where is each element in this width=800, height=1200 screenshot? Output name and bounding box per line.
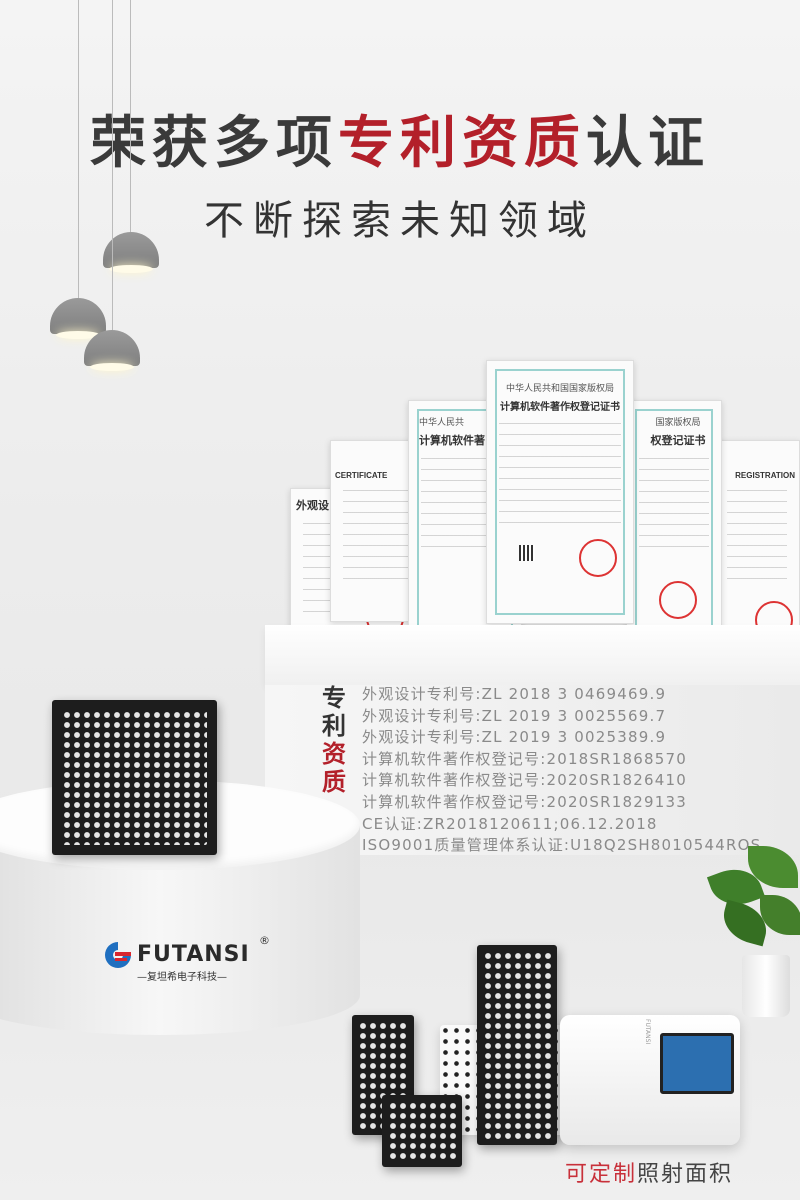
qualification-item: 外观设计专利号:ZL 2018 3 0469469.9 [362,685,667,703]
page-subtitle: 不断探索未知领域 [204,198,596,244]
product-small-lamp [382,1095,462,1167]
product-tall-lamp [477,945,557,1145]
device-label: FUTANSI [644,1019,651,1045]
qualification-item: 计算机软件著作权登记号:2020SR1829133 [362,792,687,811]
brand-logo: FUTANSI ® —复坦希电子科技— [103,934,270,983]
uv-lamp-product [52,700,217,855]
brand-name: FUTANSI [137,942,250,967]
certificate-title: REGISTRATION [735,471,795,480]
qualification-item: 计算机软件著作权登记号:2020SR1826410 [362,771,687,790]
registered-mark: ® [259,934,270,947]
plant-pot [742,955,790,1017]
display-platform [265,625,800,685]
seal-icon [579,539,617,577]
certificate-software-right: 国家版权局 权登记证书 [626,400,722,642]
lamp-icon [50,298,106,339]
qualification-vertical-label: 专 利 资 质 [322,684,348,796]
certificate-title: 计算机软件著作权登记证书 [500,402,620,413]
qr-code-icon [519,545,535,561]
label-char: 质 [322,767,346,796]
product-controller: FUTANSI [560,1015,740,1145]
certificate-header: 中华人民共 [419,418,465,428]
label-char: 专 [322,683,346,712]
title-highlight: 专利资质 [338,111,586,176]
brand-subtitle: —复坦希电子科技— [137,972,227,983]
lamp-cord [78,0,79,298]
qualification-item: 外观设计专利号:ZL 2019 3 0025389.9 [362,728,667,747]
certificate-header: 中华人民共和国国家版权局 [505,384,614,394]
lamp-cord [112,0,113,330]
title-part1: 荣获多项 [90,111,338,176]
controller-screen [660,1033,734,1094]
page-title: 荣获多项专利资质认证 [0,98,800,179]
certificate-title: 权登记证书 [650,434,706,447]
certificate-title: 计算机软件著 [419,434,485,447]
futansi-logo-icon [105,942,131,968]
label-char: 资 [322,739,346,768]
qualification-item: ISO9001质量管理体系认证:U18Q2SH8010544ROS [362,836,762,855]
certificate-header: 国家版权局 [655,418,701,428]
certificate-software-center: 中华人民共和国国家版权局 计算机软件著作权登记证书 [486,360,634,624]
certificate-title: CERTIFICATE [335,471,388,480]
label-char: 利 [322,711,346,740]
customizable-area-caption: 可定制照射面积 [565,1156,733,1188]
qualification-item: 计算机软件著作权登记号:2018SR1868570 [362,749,687,768]
certificate-title: 外观设 [296,499,329,512]
caption-text: 照射面积 [637,1162,734,1187]
qualification-list: 外观设计专利号:ZL 2018 3 0469469.9 外观设计专利号:ZL 2… [362,684,761,857]
seal-icon [659,581,697,619]
title-part2: 认证 [586,111,710,176]
qualification-item: CE认证:ZR2018120611;06.12.2018 [362,814,658,833]
caption-highlight: 可定制 [565,1162,638,1187]
lamp-cord [130,0,131,232]
qualification-item: 外观设计专利号:ZL 2019 3 0025569.7 [362,706,667,725]
